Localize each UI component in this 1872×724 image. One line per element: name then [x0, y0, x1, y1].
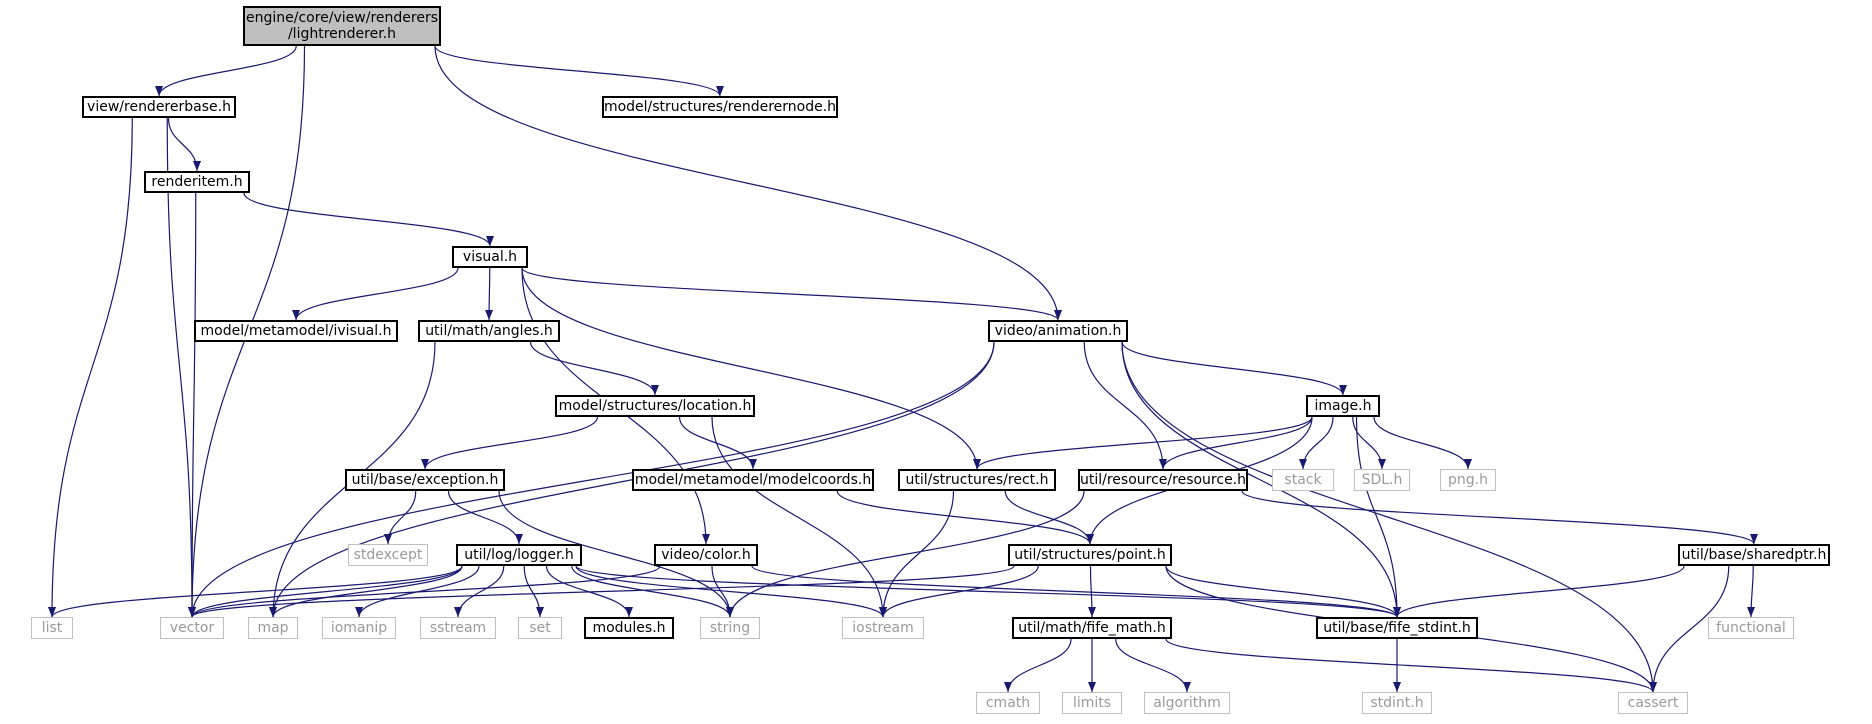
- node-iostream: iostream: [842, 617, 924, 639]
- node-point[interactable]: util/structures/point.h: [1008, 544, 1172, 566]
- edge-rendererbase-to-list: [48, 117, 133, 618]
- edge-sharedptr-to-functional: [1747, 565, 1756, 618]
- edge-visual-to-animation: [521, 267, 1062, 321]
- edge-animation-to-vector: [188, 341, 995, 618]
- node-renderitem[interactable]: renderitem.h: [144, 171, 250, 193]
- edge-visual-to-rect: [521, 267, 981, 470]
- node-visual[interactable]: visual.h: [452, 246, 528, 268]
- node-stack: stack: [1272, 469, 1334, 491]
- edge-color-to-string: [711, 565, 734, 618]
- node-color[interactable]: video/color.h: [654, 544, 758, 566]
- edge-animation-to-fife_stdint: [1121, 341, 1401, 618]
- edge-image-to-sdl: [1352, 416, 1386, 470]
- node-modules[interactable]: modules.h: [584, 617, 674, 639]
- node-ivisual[interactable]: model/metamodel/ivisual.h: [194, 320, 398, 342]
- edge-visual-to-ivisual: [292, 267, 459, 321]
- edge-logger-to-list: [48, 565, 463, 618]
- edge-angles-to-location: [529, 341, 659, 396]
- node-stdint: stdint.h: [1362, 692, 1432, 714]
- edge-point-to-iostream: [879, 565, 1039, 618]
- edge-color-to-vector: [188, 565, 661, 618]
- edge-visual-to-angles: [485, 267, 494, 321]
- edge-logger-to-vector: [188, 565, 463, 618]
- node-angles[interactable]: util/math/angles.h: [418, 320, 560, 342]
- edge-logger-to-map: [269, 565, 463, 618]
- edge-resource-to-string: [726, 490, 1085, 618]
- edge-location-to-exception: [421, 416, 599, 470]
- node-modelcoords[interactable]: model/metamodel/modelcoords.h: [632, 469, 874, 491]
- node-sharedptr[interactable]: util/base/sharedptr.h: [1678, 544, 1830, 566]
- node-lightrenderer: engine/core/view/renderers /lightrendere…: [243, 6, 441, 46]
- edge-animation-to-resource: [1083, 341, 1167, 470]
- node-logger[interactable]: util/log/logger.h: [456, 544, 582, 566]
- node-map: map: [248, 617, 298, 639]
- edge-lightrenderer-to-animation: [434, 45, 1062, 321]
- edge-fife_math-to-cmath: [1004, 638, 1072, 693]
- node-image[interactable]: image.h: [1306, 395, 1380, 417]
- node-sdl: SDL.h: [1354, 469, 1410, 491]
- node-renderernode[interactable]: model/structures/renderernode.h: [602, 96, 838, 118]
- edge-rect-to-point: [1004, 490, 1094, 545]
- edge-lightrenderer-to-rendererbase: [155, 45, 297, 97]
- edge-point-to-fife_math: [1087, 565, 1096, 618]
- node-png: png.h: [1440, 469, 1496, 491]
- node-fife-stdint[interactable]: util/base/fife_stdint.h: [1316, 617, 1478, 639]
- edge-exception-to-stdexcept: [384, 490, 417, 545]
- node-iomanip: iomanip: [322, 617, 396, 639]
- edge-point-to-vector: [188, 565, 1015, 618]
- edge-color-to-fife_stdint: [751, 565, 1401, 618]
- node-sstream: sstream: [420, 617, 496, 639]
- node-cassert: cassert: [1618, 692, 1688, 714]
- node-animation[interactable]: video/animation.h: [988, 320, 1128, 342]
- edge-renderitem-to-vector: [188, 192, 197, 618]
- node-set: set: [518, 617, 562, 639]
- edge-modelcoords-to-point: [836, 490, 1094, 545]
- edge-rendererbase-to-vector: [166, 117, 196, 618]
- edge-animation-to-cassert: [1121, 341, 1657, 693]
- edge-logger-to-iostream: [575, 565, 887, 618]
- node-rect[interactable]: util/structures/rect.h: [898, 469, 1056, 491]
- edge-logger-to-string: [571, 565, 734, 618]
- node-resource[interactable]: util/resource/resource.h: [1078, 469, 1248, 491]
- edge-animation-to-image: [1121, 341, 1347, 396]
- node-exception[interactable]: util/base/exception.h: [345, 469, 505, 491]
- edge-resource-to-sharedptr: [1241, 490, 1758, 545]
- edge-rect-to-iostream: [879, 490, 955, 618]
- node-functional: functional: [1708, 617, 1794, 639]
- edge-fife_math-to-algorithm: [1115, 638, 1191, 693]
- node-string: string: [700, 617, 760, 639]
- node-vector: vector: [160, 617, 224, 639]
- edge-exception-to-logger: [447, 490, 523, 545]
- edge-sharedptr-to-cassert: [1649, 565, 1730, 693]
- node-location[interactable]: model/structures/location.h: [555, 395, 755, 417]
- edge-renderitem-to-visual: [243, 192, 494, 247]
- edge-image-to-rect: [973, 416, 1313, 470]
- edge-lightrenderer-to-renderernode: [434, 45, 724, 97]
- edge-logger-to-set: [523, 565, 544, 618]
- edge-image-to-png: [1373, 416, 1472, 470]
- edge-point-to-fife_stdint: [1165, 565, 1401, 618]
- edge-image-to-resource: [1159, 416, 1313, 470]
- node-algorithm: algorithm: [1144, 692, 1230, 714]
- edge-image-to-stack: [1299, 416, 1334, 470]
- edge-rendererbase-to-renderitem: [167, 117, 201, 172]
- node-limits: limits: [1062, 692, 1122, 714]
- node-fife-math[interactable]: util/math/fife_math.h: [1012, 617, 1172, 639]
- edge-logger-to-sstream: [454, 565, 505, 618]
- node-stdexcept: stdexcept: [348, 544, 428, 566]
- node-cmath: cmath: [976, 692, 1040, 714]
- edge-logger-to-fife_stdint: [575, 565, 1401, 618]
- edge-sharedptr-to-fife_stdint: [1393, 565, 1685, 618]
- edge-image-to-fife_stdint: [1355, 416, 1401, 618]
- edge-fife_math-to-cassert: [1165, 638, 1657, 693]
- node-rendererbase[interactable]: view/rendererbase.h: [82, 96, 236, 118]
- node-list: list: [31, 617, 73, 639]
- edge-exception-to-string: [498, 490, 734, 618]
